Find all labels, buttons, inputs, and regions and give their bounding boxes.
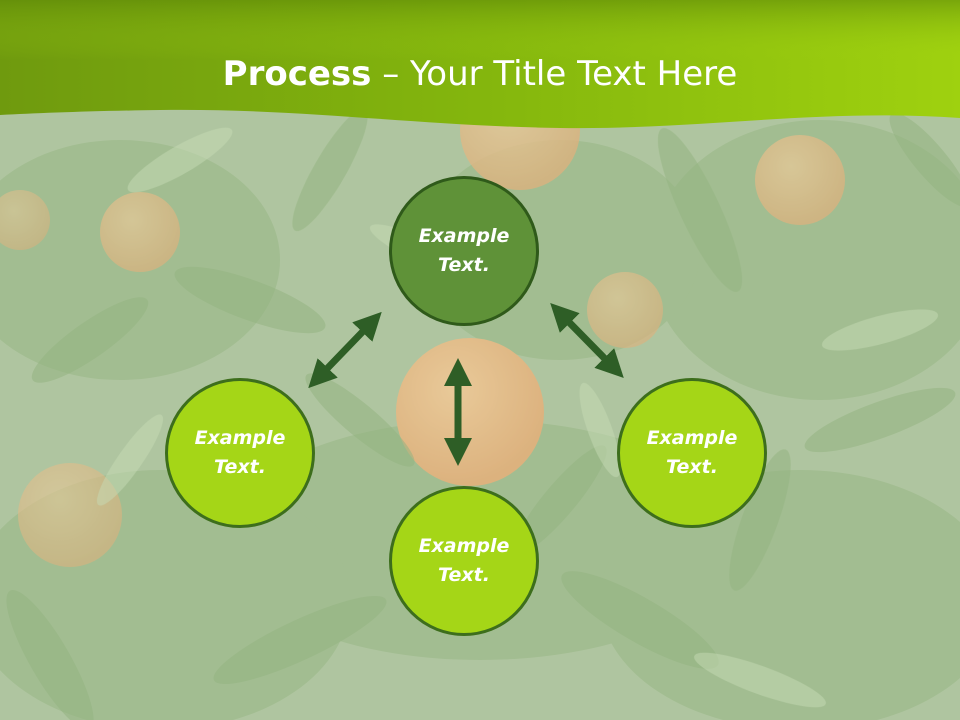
title-rest: Your Title Text Here [410,54,738,94]
node-left[interactable]: Example Text. [165,378,315,528]
arrow-top-right [550,303,624,378]
header-band [0,0,960,129]
node-top-label: Example Text. [418,225,510,276]
node-bottom-label: Example Text. [418,535,510,586]
title-dash: – [371,54,411,94]
node-bottom[interactable]: Example Text. [389,486,539,636]
node-right-label: Example Text. [646,427,738,478]
title-bold-word: Process [222,54,372,94]
slide-title: Process – Your Title Text Here [0,54,960,94]
node-top[interactable]: Example Text. [389,176,539,326]
node-left-label: Example Text. [194,427,286,478]
arrow-top-left [308,311,382,389]
node-right[interactable]: Example Text. [617,378,767,528]
